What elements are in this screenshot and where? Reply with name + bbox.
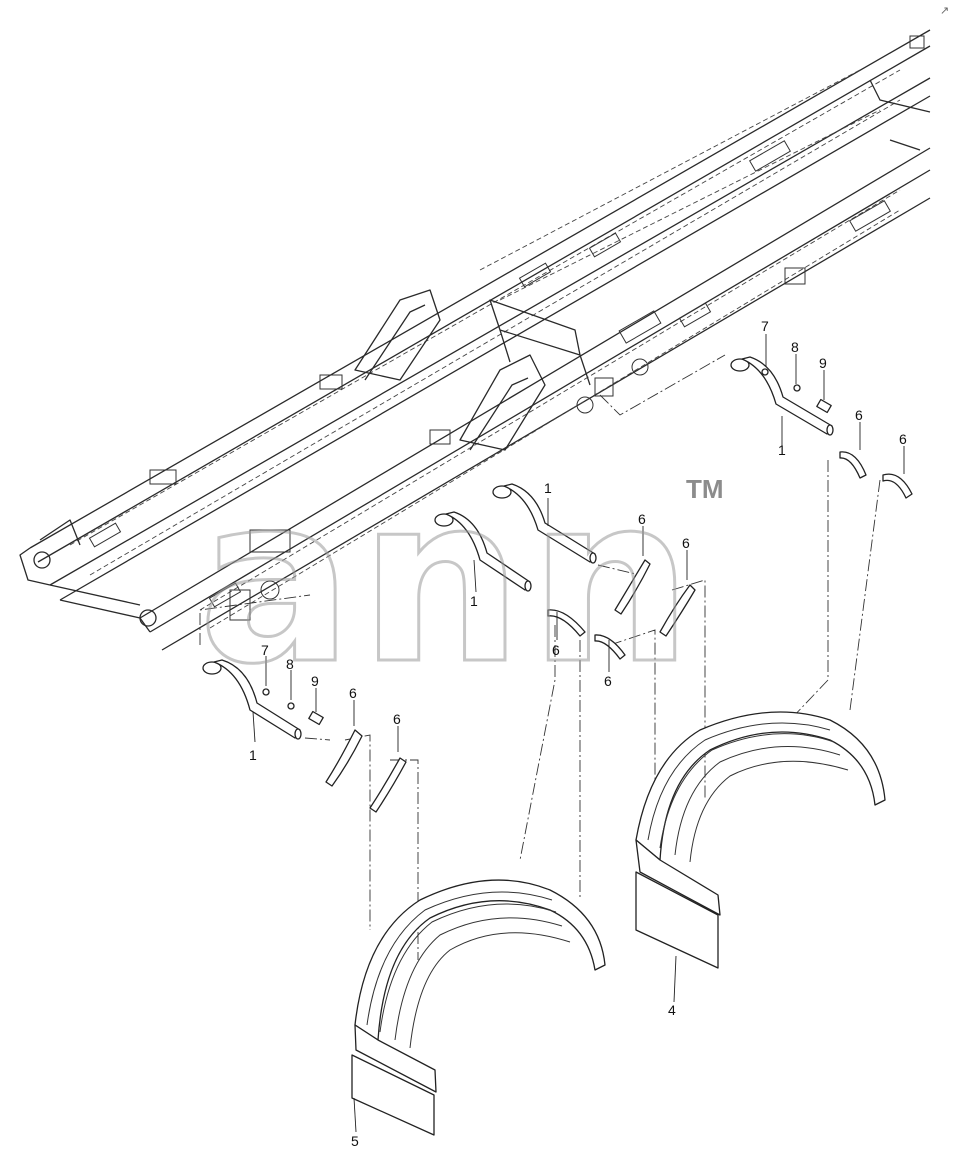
fender-left <box>351 879 606 1136</box>
bracket-set <box>325 451 913 813</box>
fender-stay-middle-b <box>492 483 597 564</box>
callout-1-left: 1 <box>249 747 257 763</box>
watermark-text: ann <box>198 448 699 715</box>
callout-6-right-a: 6 <box>855 407 863 423</box>
callout-7-left: 7 <box>261 642 269 658</box>
callout-9-left: 9 <box>311 673 319 689</box>
fender-stay-middle-a <box>434 511 532 592</box>
callout-1-right: 1 <box>778 442 786 458</box>
callout-7-right: 7 <box>761 318 769 334</box>
fender-stay-left <box>202 659 324 740</box>
callouts: 7 8 9 6 6 1 1 1 6 6 6 6 7 8 9 1 6 6 4 5 <box>249 318 907 1149</box>
callout-1-middle-b: 1 <box>544 480 552 496</box>
callout-4: 4 <box>668 1002 676 1018</box>
callout-8-right: 8 <box>791 339 799 355</box>
callout-6-left-a: 6 <box>349 685 357 701</box>
leader-lines <box>252 334 905 1133</box>
callout-9-right: 9 <box>819 355 827 371</box>
corner-mark: ↗ <box>940 5 949 17</box>
callout-6-middle-c: 6 <box>552 642 560 658</box>
fender-right <box>635 711 886 969</box>
callout-6-left-b: 6 <box>393 711 401 727</box>
fender-stay-right <box>730 356 834 436</box>
callout-8-left: 8 <box>286 656 294 672</box>
callout-6-right-b: 6 <box>899 431 907 447</box>
callout-5: 5 <box>351 1133 359 1149</box>
callout-6-middle-a: 6 <box>638 511 646 527</box>
callout-6-middle-d: 6 <box>604 673 612 689</box>
callout-6-middle-b: 6 <box>682 535 690 551</box>
chassis-frame <box>19 29 931 651</box>
watermark-tm: TM <box>686 474 724 504</box>
callout-1-middle-a: 1 <box>470 593 478 609</box>
watermark: ann <box>197 447 699 717</box>
